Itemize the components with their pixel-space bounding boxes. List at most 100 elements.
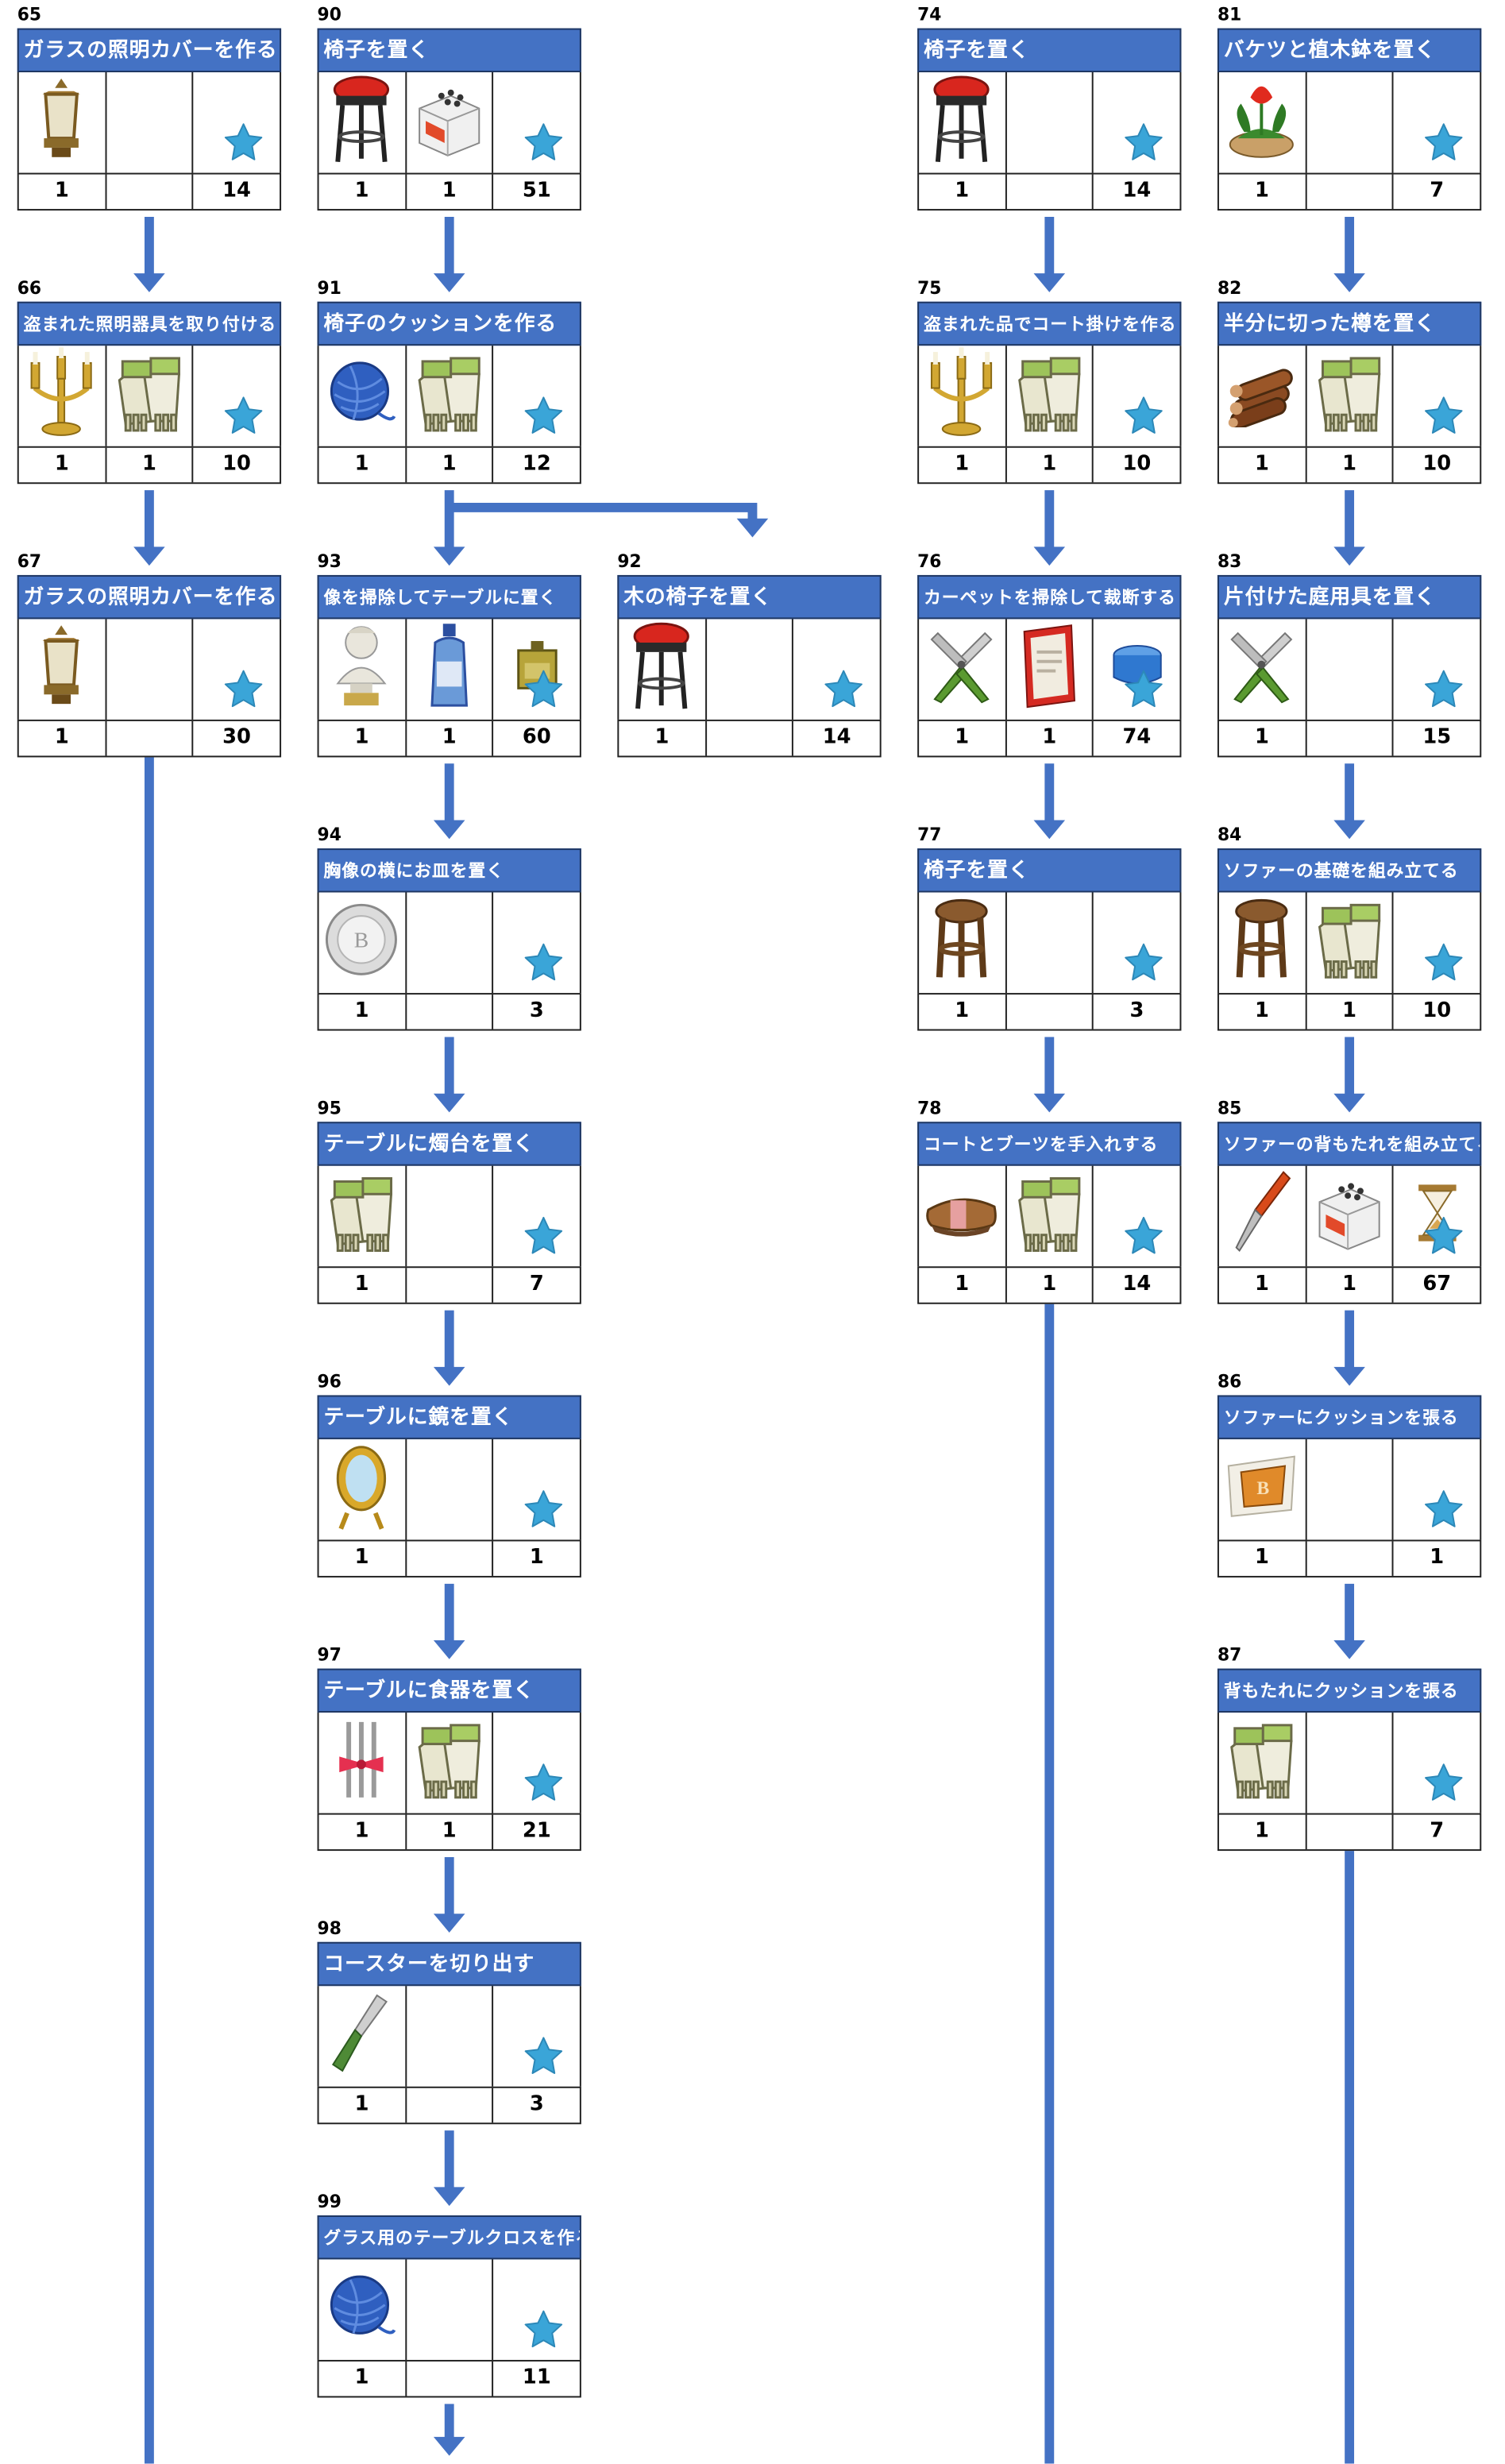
item-count: 7 — [1430, 179, 1445, 203]
step-number: 87 — [1217, 1644, 1242, 1666]
item-cell — [106, 71, 194, 173]
item-cell — [1219, 619, 1307, 720]
item-count: 1 — [319, 174, 407, 210]
star-icon — [1425, 123, 1463, 160]
item-cell — [319, 1986, 407, 2087]
item-count: 1 — [919, 1268, 1007, 1303]
arrow-head — [433, 1640, 465, 1659]
item-cell — [1394, 619, 1480, 720]
item-icons-row — [917, 619, 1182, 720]
item-cell — [1006, 619, 1094, 720]
item-count: 1 — [19, 720, 106, 756]
item-icons-row — [317, 2259, 581, 2360]
item-count: 30 — [222, 725, 251, 750]
book-box-icon — [1015, 622, 1084, 716]
item-cell — [494, 2259, 580, 2360]
step-number: 96 — [317, 1371, 342, 1392]
item-count: 1 — [19, 174, 106, 210]
star-icon — [524, 2037, 563, 2074]
star-icon — [1425, 943, 1463, 981]
item-cell — [194, 619, 280, 720]
item-count: 1 — [919, 720, 1007, 756]
star-icon — [824, 670, 862, 708]
item-count: 51 — [522, 179, 551, 203]
step-number: 76 — [917, 551, 942, 572]
item-icons-row — [17, 619, 282, 720]
gloves-icon — [322, 1172, 401, 1261]
step-title: グラス用のテーブルクロスを作る — [317, 2215, 581, 2260]
step-number: 74 — [917, 4, 942, 25]
item-cell — [1394, 893, 1480, 994]
step-number: 91 — [317, 278, 342, 299]
step-number: 82 — [1217, 278, 1242, 299]
step-number: 94 — [317, 825, 342, 846]
item-count: 1 — [1306, 447, 1395, 483]
item-count: 1 — [407, 1814, 494, 1850]
item-count — [1306, 1814, 1395, 1850]
item-cell — [919, 892, 1007, 994]
step-number: 81 — [1217, 4, 1242, 25]
item-cell — [494, 619, 580, 720]
item-count — [106, 174, 194, 210]
step-title: ソファーの背もたれを組み立てる — [1217, 1122, 1482, 1166]
item-cell — [919, 71, 1007, 173]
item-cell — [1394, 346, 1480, 446]
star-icon — [524, 123, 563, 160]
item-cell — [19, 619, 106, 720]
item-count — [407, 1541, 494, 1576]
item-cell: B — [319, 892, 407, 994]
item-icons-row — [917, 346, 1182, 446]
item-icons-row — [17, 346, 282, 446]
item-count: 1 — [407, 720, 494, 756]
step-title: 片付けた庭用具を置く — [1217, 574, 1482, 620]
item-cell — [706, 619, 794, 720]
item-cell — [1306, 1439, 1395, 1540]
item-icons-row — [1217, 71, 1482, 173]
svg-text:B: B — [1257, 1478, 1270, 1499]
item-count: 1 — [1219, 994, 1307, 1029]
item-cell — [494, 893, 580, 994]
item-count: 10 — [222, 452, 251, 477]
item-icons-row — [317, 1165, 581, 1267]
step-title: コースターを切り出す — [317, 1941, 581, 1987]
yarn-ball-icon — [326, 357, 398, 435]
item-count: 3 — [1129, 999, 1144, 1023]
item-cell — [494, 1439, 580, 1540]
item-cell — [619, 619, 707, 720]
wood-stool-icon — [1230, 895, 1293, 990]
screwdriver-icon — [1230, 1169, 1293, 1264]
item-cell — [1006, 892, 1094, 994]
nails-box-icon — [1314, 1174, 1386, 1259]
item-cell — [1219, 1713, 1307, 1813]
item-count: 1 — [319, 994, 407, 1029]
step-number: 83 — [1217, 551, 1242, 572]
item-cell — [319, 1439, 407, 1540]
cutlery-icon — [330, 1716, 393, 1810]
star-icon — [524, 396, 563, 434]
item-cell — [1094, 1166, 1179, 1267]
arrow-head — [433, 1093, 465, 1113]
item-icons-row — [1217, 619, 1482, 720]
item-cell — [1094, 893, 1179, 994]
item-count: 1 — [1006, 720, 1094, 756]
item-count: 1 — [319, 1541, 407, 1576]
step-number: 93 — [317, 551, 342, 572]
